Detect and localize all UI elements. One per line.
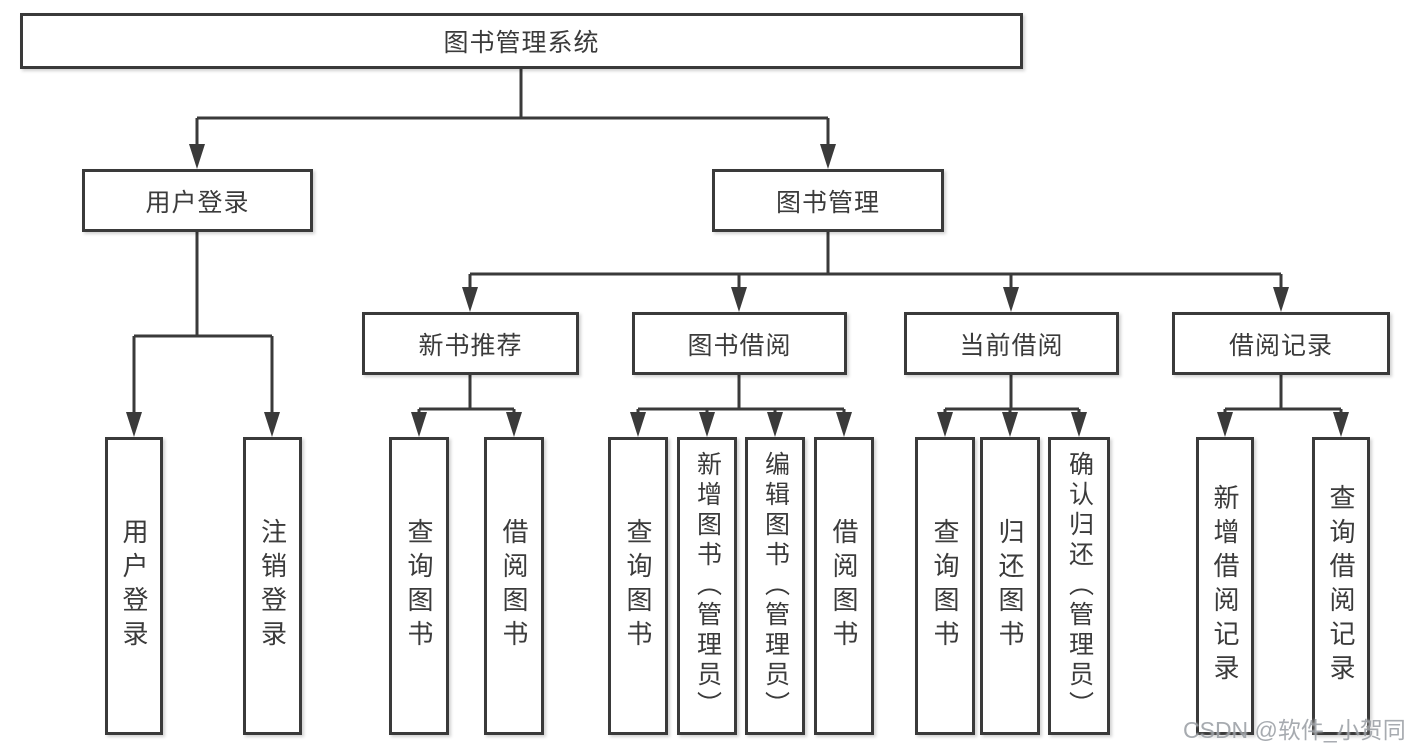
leaf-logout: 注销登录 <box>243 437 302 735</box>
leaf-query-borrow-record: 查询借阅记录 <box>1312 437 1370 735</box>
node-book-management: 图书管理 <box>712 169 944 232</box>
arrowheads <box>126 144 1349 437</box>
leaf-add-books-admin: 新增图书（管理员） <box>677 437 737 735</box>
node-user-login: 用户登录 <box>82 169 313 232</box>
leaf-edit-books-admin: 编辑图书（管理员） <box>745 437 805 735</box>
node-library-system-root: 图书管理系统 <box>20 13 1023 69</box>
node-book-borrow: 图书借阅 <box>632 312 847 375</box>
leaf-query-books-current: 查询图书 <box>915 437 975 735</box>
leaf-borrow-books-recommend: 借阅图书 <box>484 437 544 735</box>
node-current-borrow: 当前借阅 <box>904 312 1119 375</box>
node-new-book-recommend: 新书推荐 <box>362 312 579 375</box>
leaf-borrow-books: 借阅图书 <box>814 437 874 735</box>
leaf-add-borrow-record: 新增借阅记录 <box>1196 437 1254 735</box>
leaf-confirm-return-admin: 确认归还（管理员） <box>1048 437 1110 735</box>
leaf-user-login: 用户登录 <box>105 437 163 735</box>
node-borrow-records: 借阅记录 <box>1172 312 1390 375</box>
csdn-watermark: CSDN @软件_小贺同学 <box>1183 717 1405 743</box>
leaf-return-books: 归还图书 <box>980 437 1040 735</box>
leaf-query-books-recommend: 查询图书 <box>389 437 449 735</box>
leaf-query-books-borrow: 查询图书 <box>608 437 668 735</box>
